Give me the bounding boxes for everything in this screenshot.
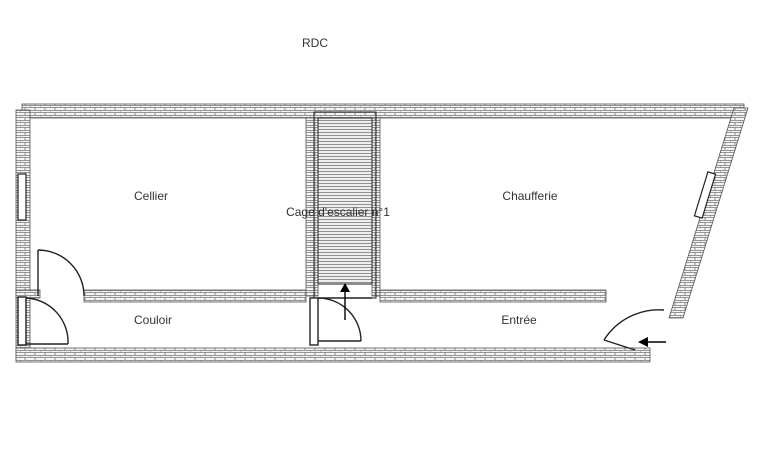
wall-corridor-right: [379, 289, 607, 303]
arrow-left-icon: [638, 337, 666, 347]
room-label-couloir: Couloir: [133, 313, 173, 327]
wall-bottom: [15, 347, 651, 363]
wall-right-slanted: [668, 107, 749, 319]
level-title: RDC: [302, 36, 328, 50]
room-label-cellier: Cellier: [133, 189, 169, 203]
door-cellier: [37, 249, 85, 297]
wall-corridor-left: [83, 289, 307, 303]
room-label-stair: Cage d'escalier n°1: [286, 205, 390, 219]
staircase: [317, 117, 373, 285]
room-label-chaufferie: Chaufferie: [502, 189, 558, 203]
window-right: [693, 171, 717, 219]
wall-top: [21, 103, 745, 119]
door-couloir: [17, 296, 69, 346]
door-entree: [603, 309, 665, 351]
window-left: [17, 173, 27, 221]
door-stair: [309, 297, 372, 346]
room-label-entree: Entrée: [501, 313, 537, 327]
arrow-up-icon: [340, 283, 350, 320]
